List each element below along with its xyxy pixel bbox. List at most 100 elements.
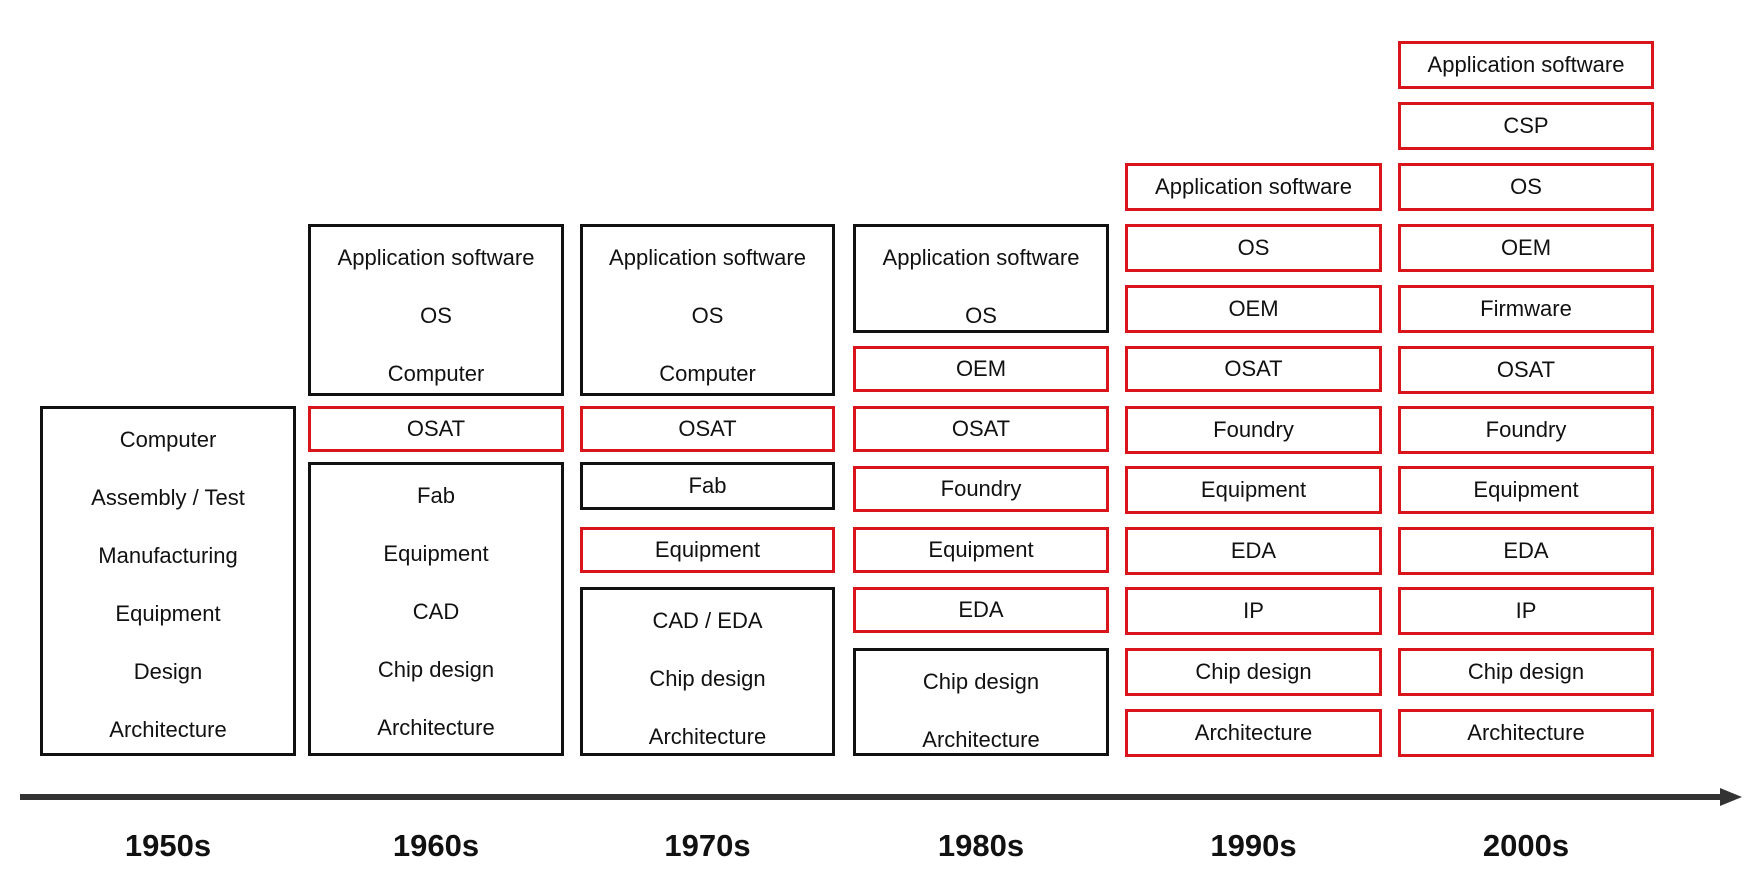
specialized-block-1980s-foundry: Foundry <box>853 466 1109 512</box>
timeline-axis-arrow <box>20 788 1742 806</box>
specialized-block-1990s-foundry: Foundry <box>1125 406 1382 454</box>
specialized-block-2000s-csp: CSP <box>1398 102 1654 150</box>
layer-label-os: OS <box>965 303 997 328</box>
layer-label-design: Design <box>133 659 203 684</box>
layer-label-osat: OSAT <box>1224 356 1283 381</box>
specialized-block-1970s-equipment: Equipment <box>580 527 835 573</box>
specialized-block-1980s-oem: OEM <box>853 346 1109 392</box>
layer-label-oem: OEM <box>955 356 1007 381</box>
layer-label-os: OS <box>691 303 724 328</box>
layer-label-architecture: Architecture <box>377 715 495 740</box>
layer-label-foundry: Foundry <box>940 476 1022 501</box>
layer-label-osat: OSAT <box>951 416 1011 441</box>
specialized-block-2000s-osat: OSAT <box>1398 346 1654 394</box>
layer-label-equipment: Equipment <box>1473 477 1579 502</box>
layer-label-chip-design: Chip design <box>377 657 495 682</box>
layer-label-computer: Computer <box>387 361 485 386</box>
specialized-block-2000s-application-software: Application software <box>1398 41 1654 89</box>
layer-label-eda: EDA <box>1503 538 1549 563</box>
layer-label-osat: OSAT <box>406 416 466 441</box>
specialized-block-2000s-os: OS <box>1398 163 1654 211</box>
layer-label-csp: CSP <box>1503 113 1549 138</box>
layer-label-architecture: Architecture <box>1194 720 1313 745</box>
specialized-block-2000s-firmware: Firmware <box>1398 285 1654 333</box>
layer-label-chip-design: Chip design <box>922 669 1040 694</box>
specialized-block-1980s-eda: EDA <box>853 587 1109 633</box>
layer-label-application-software: Application software <box>1427 52 1625 77</box>
layer-label-chip-design: Chip design <box>649 666 766 691</box>
specialized-block-1980s-equipment: Equipment <box>853 527 1109 573</box>
specialized-block-1990s-equipment: Equipment <box>1125 466 1382 514</box>
specialized-block-2000s-oem: OEM <box>1398 224 1654 272</box>
layer-label-eda: EDA <box>1230 538 1277 563</box>
layer-label-foundry: Foundry <box>1485 417 1567 442</box>
layer-label-ip: IP <box>1243 598 1264 623</box>
layer-label-application-software: Application software <box>882 245 1080 270</box>
era-label-1990s: 1990s <box>1210 828 1297 863</box>
layer-label-osat: OSAT <box>678 416 737 441</box>
integrated-block-1970s-fab: Fab <box>580 462 835 510</box>
layer-label-fab: Fab <box>417 483 455 508</box>
layer-label-computer: Computer <box>659 361 756 386</box>
layer-label-architecture: Architecture <box>648 724 767 749</box>
layer-label-application-software: Application software <box>609 245 806 270</box>
specialized-block-1990s-architecture: Architecture <box>1125 709 1382 757</box>
layer-label-chip-design: Chip design <box>1195 659 1312 684</box>
layer-label-application-software: Application software <box>1155 174 1352 199</box>
layer-label-oem: OEM <box>1228 296 1279 321</box>
specialized-block-2000s-architecture: Architecture <box>1398 709 1654 757</box>
layer-label-cad: CAD <box>412 599 460 624</box>
specialized-block-1990s-eda: EDA <box>1125 527 1382 575</box>
layer-label-equipment: Equipment <box>383 541 489 566</box>
layer-label-oem: OEM <box>1500 235 1552 260</box>
specialized-block-2000s-foundry: Foundry <box>1398 406 1654 454</box>
layer-label-firmware: Firmware <box>1480 296 1572 321</box>
layer-label-os: OS <box>420 303 452 328</box>
layer-label-os: OS <box>1510 174 1542 199</box>
layer-label-equipment: Equipment <box>654 537 761 562</box>
layer-label-fab: Fab <box>688 473 727 498</box>
specialized-block-1990s-ip: IP <box>1125 587 1382 635</box>
specialized-block-1970s-osat: OSAT <box>580 406 835 452</box>
layer-label-equipment: Equipment <box>115 601 221 626</box>
layer-label-eda: EDA <box>958 597 1004 622</box>
specialized-block-1980s-osat: OSAT <box>853 406 1109 452</box>
layer-label-cad-eda: CAD / EDA <box>652 608 763 633</box>
era-label-1950s: 1950s <box>124 828 212 863</box>
layer-label-computer: Computer <box>119 427 217 452</box>
specialized-block-2000s-ip: IP <box>1398 587 1654 635</box>
specialized-block-2000s-chip-design: Chip design <box>1398 648 1654 696</box>
era-label-1970s: 1970s <box>664 828 751 863</box>
era-label-1980s: 1980s <box>937 828 1025 863</box>
layer-label-equipment: Equipment <box>928 537 1034 562</box>
layer-label-architecture: Architecture <box>922 727 1040 752</box>
specialized-block-1990s-os: OS <box>1125 224 1382 272</box>
layer-label-architecture: Architecture <box>109 717 227 742</box>
specialized-block-1990s-oem: OEM <box>1125 285 1382 333</box>
layer-label-manufacturing: Manufacturing <box>98 543 238 568</box>
era-label-2000s: 2000s <box>1482 828 1570 863</box>
specialized-block-2000s-eda: EDA <box>1398 527 1654 575</box>
specialized-block-1990s-application-software: Application software <box>1125 163 1382 211</box>
layer-label-chip-design: Chip design <box>1467 659 1585 684</box>
layer-label-os: OS <box>1237 235 1270 260</box>
specialized-block-1990s-osat: OSAT <box>1125 346 1382 392</box>
layer-label-equipment: Equipment <box>1200 477 1307 502</box>
layer-label-ip: IP <box>1515 598 1537 623</box>
layer-label-assembly-test: Assembly / Test <box>91 485 245 510</box>
specialized-block-1960s-osat: OSAT <box>308 406 564 452</box>
layer-label-application-software: Application software <box>337 245 535 270</box>
layer-label-osat: OSAT <box>1496 357 1556 382</box>
specialized-block-1990s-chip-design: Chip design <box>1125 648 1382 696</box>
specialized-block-2000s-equipment: Equipment <box>1398 466 1654 514</box>
layer-label-architecture: Architecture <box>1467 720 1585 745</box>
layer-label-foundry: Foundry <box>1213 417 1294 442</box>
era-label-1960s: 1960s <box>392 828 480 863</box>
